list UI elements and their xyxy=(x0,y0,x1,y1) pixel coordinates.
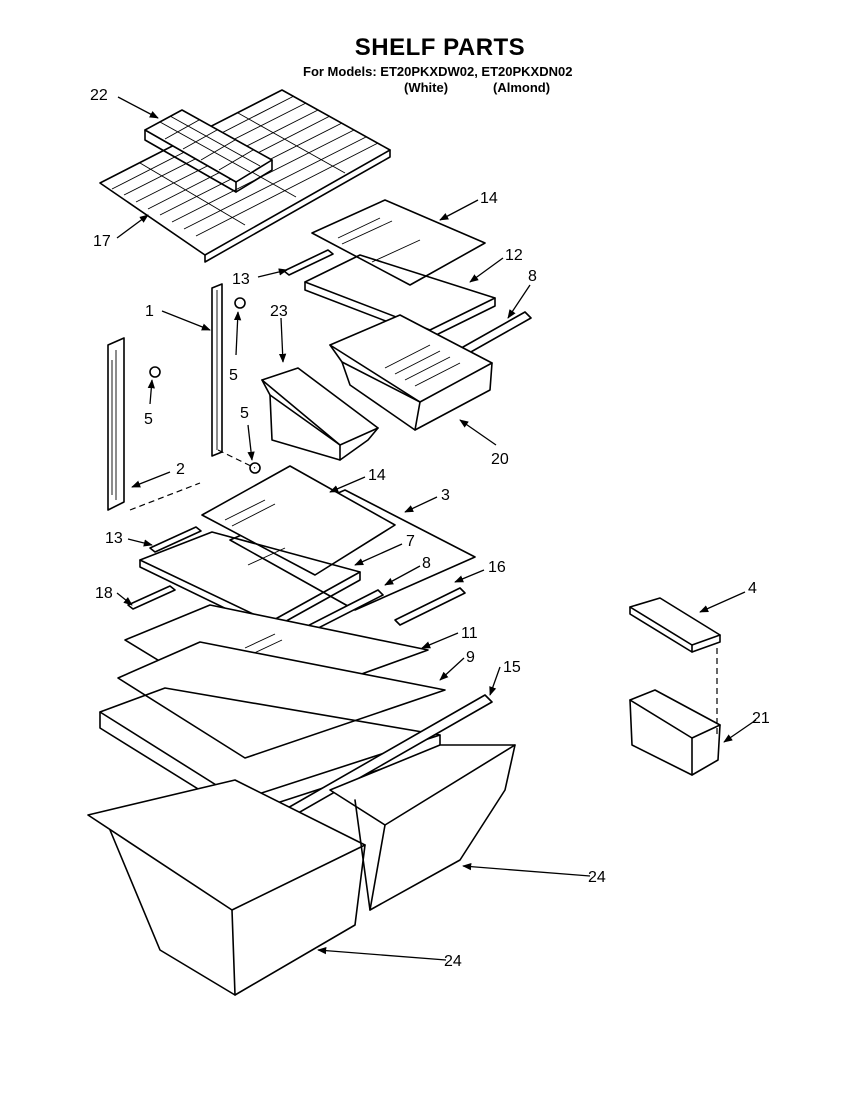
callout-label-3: 3 xyxy=(441,487,450,504)
callout-label-13: 13 xyxy=(105,530,123,547)
callout-label-7: 7 xyxy=(406,533,415,550)
callout-label-5: 5 xyxy=(144,411,153,428)
leader-lines xyxy=(116,96,757,961)
callout-label-8: 8 xyxy=(528,268,537,285)
callout-label-5: 5 xyxy=(229,367,238,384)
upper-glass-shelf-part xyxy=(311,199,486,286)
shelf-support-1-part xyxy=(211,283,223,457)
variant-white-label: (White) xyxy=(404,80,449,95)
models-line: For Models: ET20PKXDW02, ET20PKXDN02 xyxy=(303,64,573,79)
callout-label-21: 21 xyxy=(752,710,770,727)
trim-strip-13-mid xyxy=(149,526,202,553)
callout-label-17: 17 xyxy=(93,233,111,250)
trim-strip-16 xyxy=(394,587,466,626)
callout-label-12: 12 xyxy=(505,247,523,264)
callout-label-16: 16 xyxy=(488,559,506,576)
callout-label-24: 24 xyxy=(588,869,606,886)
callout-label-14: 14 xyxy=(480,190,498,207)
crisper-drawer-left-part xyxy=(87,779,366,996)
shelf-support-2-part xyxy=(107,337,125,511)
callout-label-18: 18 xyxy=(95,585,113,602)
callout-label-2: 2 xyxy=(176,461,185,478)
callout-label-14: 14 xyxy=(368,467,386,484)
callout-label-5: 5 xyxy=(240,405,249,422)
crisper-cover-9-part xyxy=(117,641,446,759)
glass-shelf-14-part xyxy=(201,465,396,576)
callout-label-23: 23 xyxy=(270,303,288,320)
page-title: SHELF PARTS xyxy=(354,34,526,61)
callout-label-9: 9 xyxy=(466,649,475,666)
callout-label-4: 4 xyxy=(748,580,757,597)
deli-drawer-part xyxy=(329,314,493,431)
callout-label-24: 24 xyxy=(444,953,462,970)
egg-tray-part xyxy=(144,109,273,193)
door-bin-23-part xyxy=(261,367,379,461)
screw-parts xyxy=(149,297,261,474)
callout-label-8: 8 xyxy=(422,555,431,572)
callout-label-22: 22 xyxy=(90,87,108,104)
butter-door-4-part xyxy=(629,597,721,653)
callout-label-15: 15 xyxy=(503,659,521,676)
crisper-drawer-right-part xyxy=(329,744,516,911)
door-bin-21-part xyxy=(629,689,721,776)
callout-label-11: 11 xyxy=(461,625,478,642)
variant-almond-label: (Almond) xyxy=(493,80,551,95)
callout-label-13: 13 xyxy=(232,271,250,288)
trim-strip-18 xyxy=(127,585,176,610)
callout-label-20: 20 xyxy=(491,451,509,468)
callout-label-1: 1 xyxy=(145,303,154,320)
